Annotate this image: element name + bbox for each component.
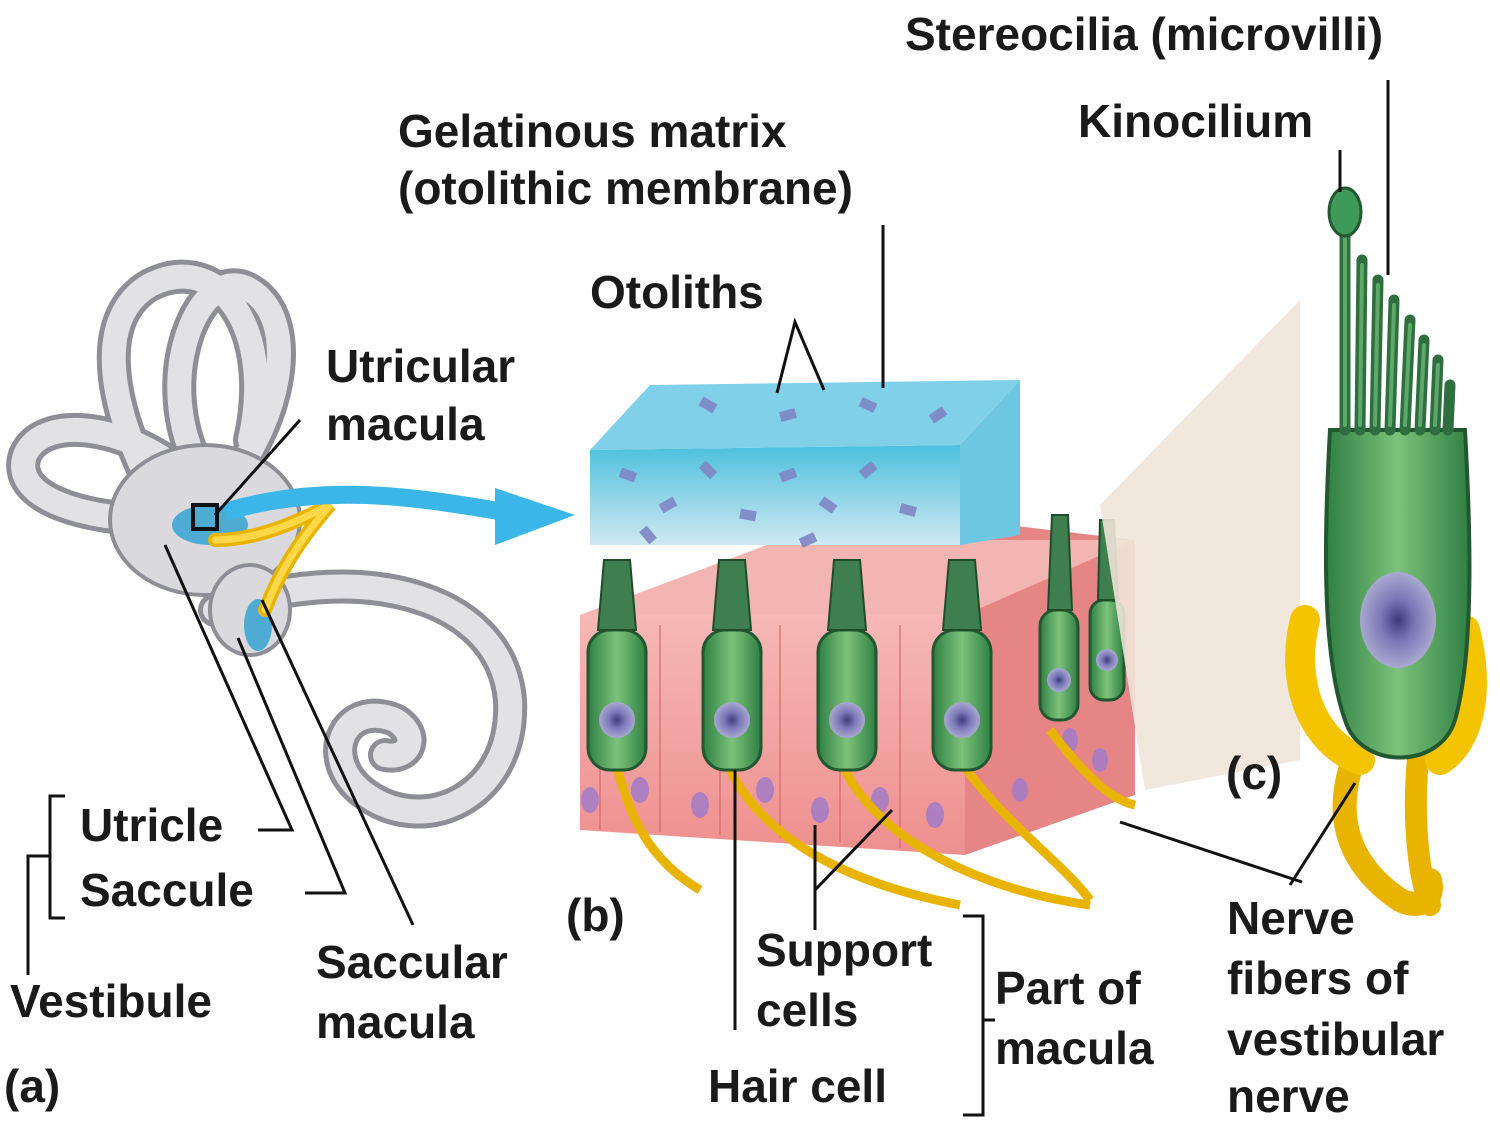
panel-a-label: (a) [4, 1060, 61, 1112]
label-nerve-end: nerve [1227, 1070, 1350, 1122]
label-hair-cell: Hair cell [708, 1060, 887, 1112]
label-otolithic-membrane: (otolithic membrane) [398, 162, 853, 214]
magnification-cone [1100, 300, 1300, 790]
enlarged-hair-cell [1285, 186, 1487, 916]
brackets [26, 794, 995, 1117]
inner-ear-labyrinth [6, 259, 528, 829]
label-kinocilium: Kinocilium [1078, 95, 1314, 147]
label-stereocilia: Stereocilia (microvilli) [905, 8, 1384, 60]
label-saccule: Saccule [80, 864, 254, 916]
panel-b-label: (b) [566, 889, 625, 941]
panel-c-label: (c) [1226, 747, 1283, 799]
label-vestibule: Vestibule [10, 975, 212, 1027]
label-part-of: Part of [995, 962, 1141, 1014]
label-otoliths: Otoliths [590, 266, 764, 318]
label-gelatinous-matrix: Gelatinous matrix [398, 105, 787, 157]
label-support-cells: cells [756, 984, 859, 1036]
label-utricular-macula: macula [326, 398, 485, 450]
label-saccular-macula: macula [316, 996, 475, 1048]
leader-lines [163, 80, 1390, 1030]
label-nerve: Nerve [1227, 892, 1355, 944]
magnification-arrow [222, 485, 507, 521]
label-saccular: Saccular [316, 936, 508, 988]
label-utricular: Utricular [326, 340, 516, 392]
label-support: Support [756, 924, 933, 976]
label-vestibular: vestibular [1227, 1013, 1445, 1065]
label-fibers-of: fibers of [1227, 952, 1409, 1004]
label-utricle: Utricle [80, 799, 224, 851]
label-part-of-macula: macula [995, 1022, 1154, 1074]
